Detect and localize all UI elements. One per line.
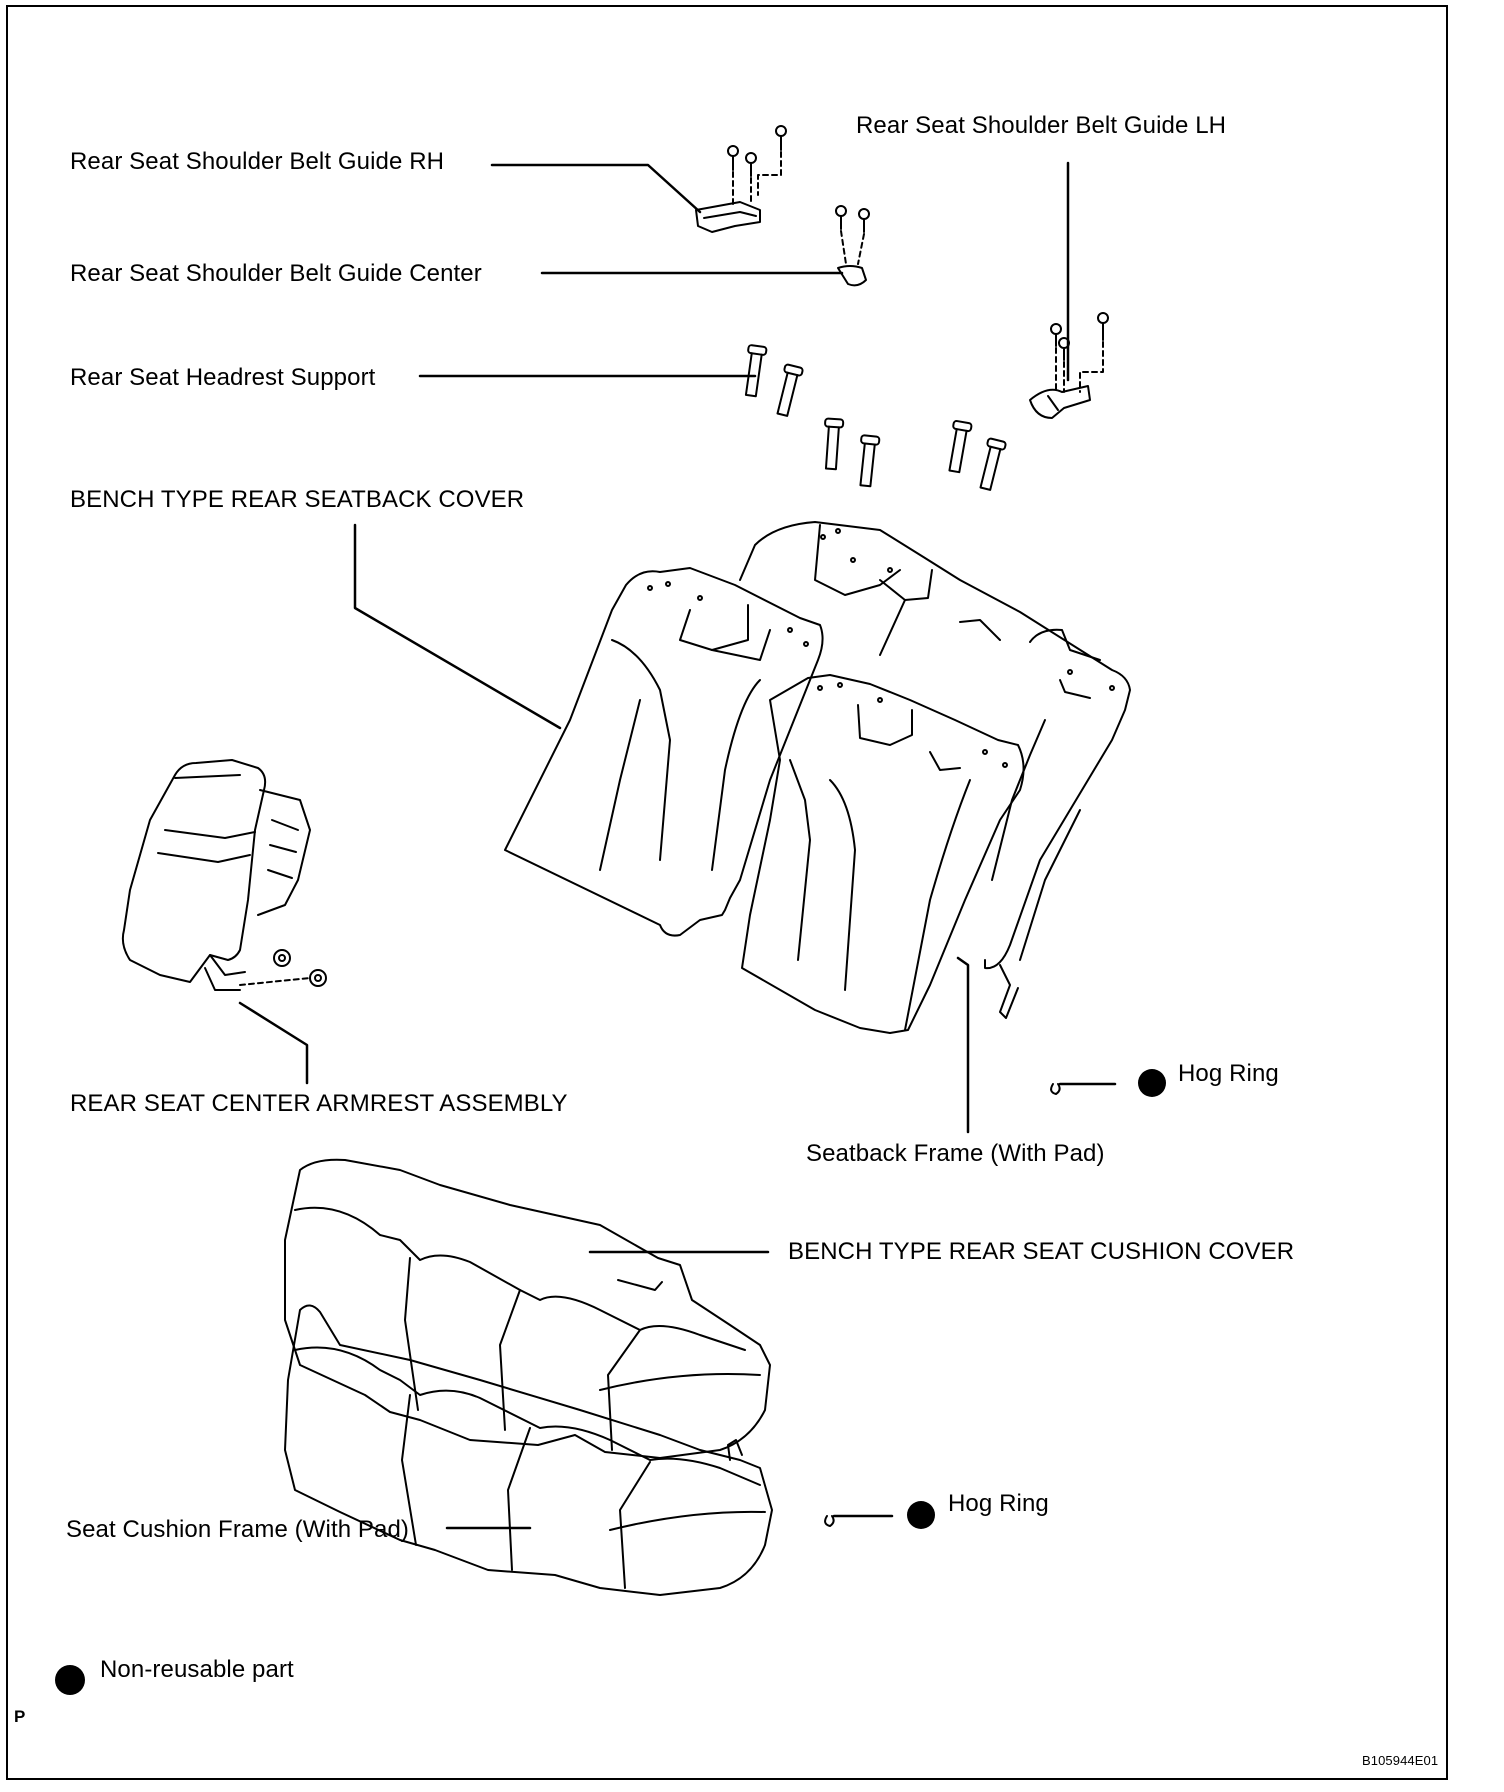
- hog-ring-icon-1: [1050, 1082, 1117, 1095]
- non-reusable-dot-2: [907, 1501, 935, 1529]
- screw-lh-2: [1058, 337, 1070, 393]
- shoulder-belt-guide-center: [835, 205, 870, 287]
- leader-seatback-cover: [353, 523, 562, 730]
- label-guide-lh: Rear Seat Shoulder Belt Guide LH: [856, 112, 1227, 139]
- figure-frame: [6, 5, 1448, 1780]
- label-hog-ring-2: Hog Ring: [948, 1490, 1049, 1517]
- headrest-support-6: [979, 437, 1007, 491]
- screw-rh-2: [745, 152, 757, 206]
- label-guide-rh: Rear Seat Shoulder Belt Guide RH: [70, 148, 445, 175]
- leader-guide-rh: [490, 163, 702, 214]
- armrest-assembly: [121, 759, 327, 991]
- headrest-support-2: [776, 363, 804, 417]
- figure-id: B105944E01: [1362, 1753, 1439, 1768]
- headrest-support-1: [744, 344, 768, 398]
- label-headrest-support: Rear Seat Headrest Support: [70, 364, 376, 391]
- screw-rh-1: [727, 145, 739, 209]
- label-cushion-cover: BENCH TYPE REAR SEAT CUSHION COVER: [788, 1238, 1295, 1265]
- label-cushion-frame: Seat Cushion Frame (With Pad): [66, 1516, 410, 1543]
- headrest-support-3: [824, 417, 845, 471]
- leader-armrest: [238, 1001, 309, 1085]
- legend-non-reusable-label: Non-reusable part: [100, 1656, 294, 1683]
- seatback-cover-right: [741, 674, 1025, 1034]
- screw-rh-3: [757, 125, 787, 196]
- hog-ring-icon-2: [824, 1514, 894, 1527]
- armrest-nut-2: [309, 969, 327, 987]
- legend-non-reusable-dot: [55, 1665, 85, 1695]
- label-seatback-cover: BENCH TYPE REAR SEATBACK COVER: [70, 486, 525, 513]
- seat-cushion-frame: [284, 1304, 773, 1596]
- screw-c-1: [835, 205, 847, 265]
- seat-cushion-cover: [284, 1158, 771, 1459]
- armrest-nut-1: [273, 949, 291, 967]
- leader-seatback-frame: [956, 956, 970, 1134]
- label-guide-center: Rear Seat Shoulder Belt Guide Center: [70, 260, 482, 287]
- headrest-supports: [744, 344, 1007, 491]
- label-seatback-frame: Seatback Frame (With Pad): [806, 1140, 1105, 1167]
- headrest-support-5: [948, 420, 973, 474]
- seatback-cover-left: [504, 567, 824, 937]
- screw-lh-1: [1050, 323, 1062, 391]
- shoulder-belt-guide-lh: [1029, 312, 1109, 419]
- headrest-support-4: [859, 434, 881, 488]
- corner-mark: P: [14, 1707, 26, 1726]
- non-reusable-dot-1: [1138, 1069, 1166, 1097]
- screw-lh-3: [1079, 312, 1109, 393]
- label-hog-ring-1: Hog Ring: [1178, 1060, 1279, 1087]
- screw-c-2: [857, 208, 870, 265]
- label-armrest: REAR SEAT CENTER ARMREST ASSEMBLY: [70, 1090, 568, 1117]
- shoulder-belt-guide-rh: [695, 125, 787, 233]
- seatback-frame: [739, 521, 1131, 1019]
